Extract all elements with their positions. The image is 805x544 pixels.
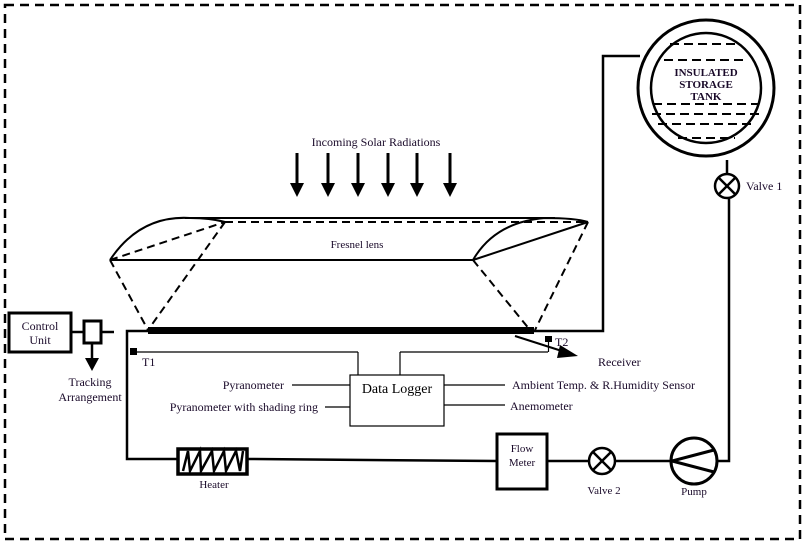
- incoming-radiation-label: Incoming Solar Radiations: [312, 135, 441, 149]
- control-unit: Control Unit: [7, 311, 73, 354]
- fresnel-lens: Fresnel lens: [109, 216, 589, 331]
- system-boundary: [3, 3, 802, 541]
- flow-meter: Flow Meter: [495, 432, 549, 491]
- receiver-pointer: [514, 335, 578, 358]
- tracking-actuator: [82, 319, 103, 345]
- receiver-label: Receiver: [598, 355, 641, 369]
- radiation-arrow: [381, 153, 395, 197]
- radiation-arrow: [410, 153, 424, 197]
- radiation-arrow: [290, 153, 304, 197]
- pump: [666, 436, 719, 486]
- fresnel-lens-label: Fresnel lens: [331, 239, 384, 251]
- tracking-label-line1: Tracking: [69, 375, 112, 389]
- flow-meter-label-line2: Meter: [509, 457, 536, 469]
- sensor-lines: [292, 384, 505, 408]
- tank-label-line1: INSULATED: [674, 67, 737, 79]
- sensor-ambient-temp-humidity: Ambient Temp. & R.Humidity Sensor: [512, 378, 695, 392]
- valve-1-label: Valve 1: [746, 179, 782, 193]
- control-unit-label-line2: Unit: [29, 333, 51, 347]
- heater: [176, 446, 249, 476]
- sensor-pyranometer-shading-ring: Pyranometer with shading ring: [170, 400, 318, 414]
- sensor-pyranometer: Pyranometer: [223, 378, 284, 392]
- tank-label-line3: TANK: [691, 91, 722, 103]
- radiation-arrow: [321, 153, 335, 197]
- radiation-arrow: [443, 153, 457, 197]
- t2-label: T2: [555, 335, 568, 349]
- t1-label: T1: [142, 355, 155, 369]
- tank-label-line2: STORAGE: [679, 79, 733, 91]
- data-logger-label: Data Logger: [362, 382, 433, 397]
- control-unit-label-line1: Control: [22, 319, 59, 333]
- tracking-label-line2: Arrangement: [58, 390, 122, 404]
- valve-2: [587, 446, 617, 476]
- valve-2-label: Valve 2: [587, 485, 620, 497]
- tracking-arrow: [85, 343, 99, 371]
- piping: [125, 54, 731, 463]
- solar-radiation-arrows: Incoming Solar Radiations: [290, 135, 457, 197]
- flow-meter-label-line1: Flow: [511, 443, 534, 455]
- pump-label: Pump: [681, 486, 707, 498]
- thermocouple-t2: [399, 336, 552, 375]
- sensor-anemometer: Anemometer: [510, 399, 573, 413]
- receiver-tube: [148, 327, 534, 334]
- valve-1: [713, 172, 741, 200]
- heater-label: Heater: [199, 479, 229, 491]
- thermocouple-t1: [130, 348, 359, 375]
- data-logger: Data Logger: [349, 374, 445, 427]
- radiation-arrow: [351, 153, 365, 197]
- insulated-storage-tank: INSULATED STORAGE TANK: [636, 18, 776, 158]
